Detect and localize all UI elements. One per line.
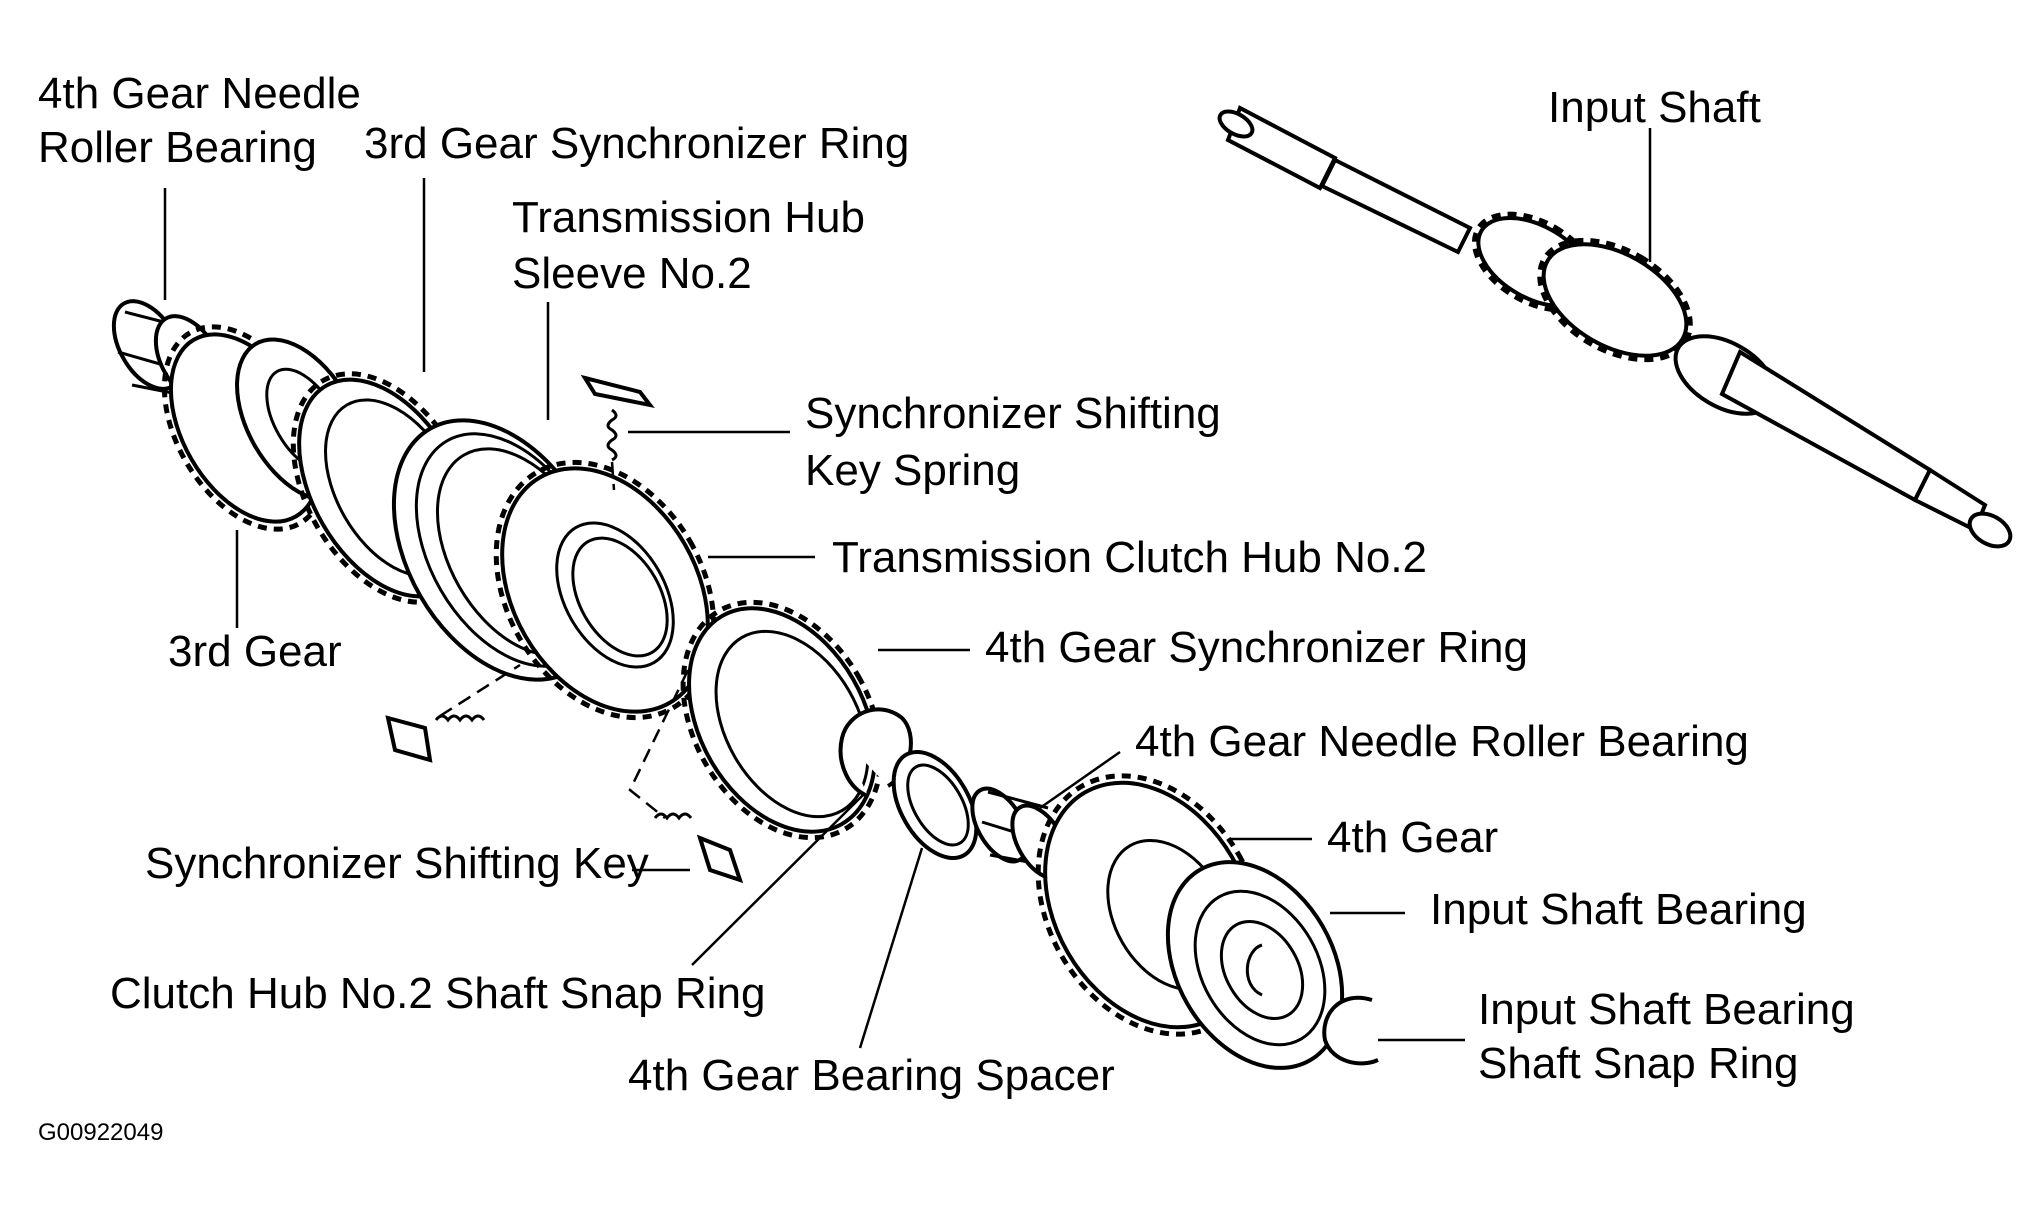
sync-ring-4th-part [680,599,884,841]
label-bearing-snap-ring-1: Input Shaft Bearing [1478,985,1855,1034]
shifting-key-left-part [385,714,486,763]
label-input-shaft-bearing: Input Shaft Bearing [1430,885,1807,934]
clutch-hub-part [493,459,717,721]
label-needle-bearing-4th: 4th Gear Needle Roller Bearing [1135,717,1749,766]
label-clutch-hub: Transmission Clutch Hub No.2 [832,533,1427,582]
label-gear-4th: 4th Gear [1327,813,1498,862]
label-hub-snap-ring: Clutch Hub No.2 Shaft Snap Ring [110,969,766,1018]
label-input-shaft: Input Shaft [1548,83,1761,132]
label-sync-ring-3rd: 3rd Gear Synchronizer Ring [364,119,909,168]
bearing-snap-ring-part [1322,995,1379,1066]
figure-code: G00922049 [38,1119,163,1146]
leader-bearing-spacer [858,847,924,1049]
label-hub-sleeve-2: Sleeve No.2 [512,249,752,298]
label-bearing-spacer: 4th Gear Bearing Spacer [628,1051,1115,1100]
label-shifting-key: Synchronizer Shifting Key [145,839,649,888]
input-shaft-part [1217,105,2013,549]
assembly-line-top [610,461,616,491]
label-hub-sleeve-1: Transmission Hub [512,193,865,242]
label-bearing-snap-ring-2: Shaft Snap Ring [1478,1039,1798,1088]
label-sync-ring-4th: 4th Gear Synchronizer Ring [985,623,1528,672]
leader-needle-bearing-4th [1039,750,1121,810]
shifting-key-bottom-part [653,812,744,884]
assembly-line-bottom [628,669,690,819]
label-gear-3rd: 3rd Gear [168,627,342,676]
shifting-key-top-part [580,374,655,462]
label-key-spring-2: Key Spring [805,446,1020,495]
input-shaft-bearing-part [1165,860,1345,1070]
label-key-spring-1: Synchronizer Shifting [805,389,1221,438]
leader-hub-snap-ring [691,794,864,966]
label-needle-bearing-top-2: Roller Bearing [38,123,317,172]
label-needle-bearing-top-1: 4th Gear Needle [38,69,361,118]
assembly-line-left [439,663,521,718]
bearing-spacer-part [891,749,979,861]
